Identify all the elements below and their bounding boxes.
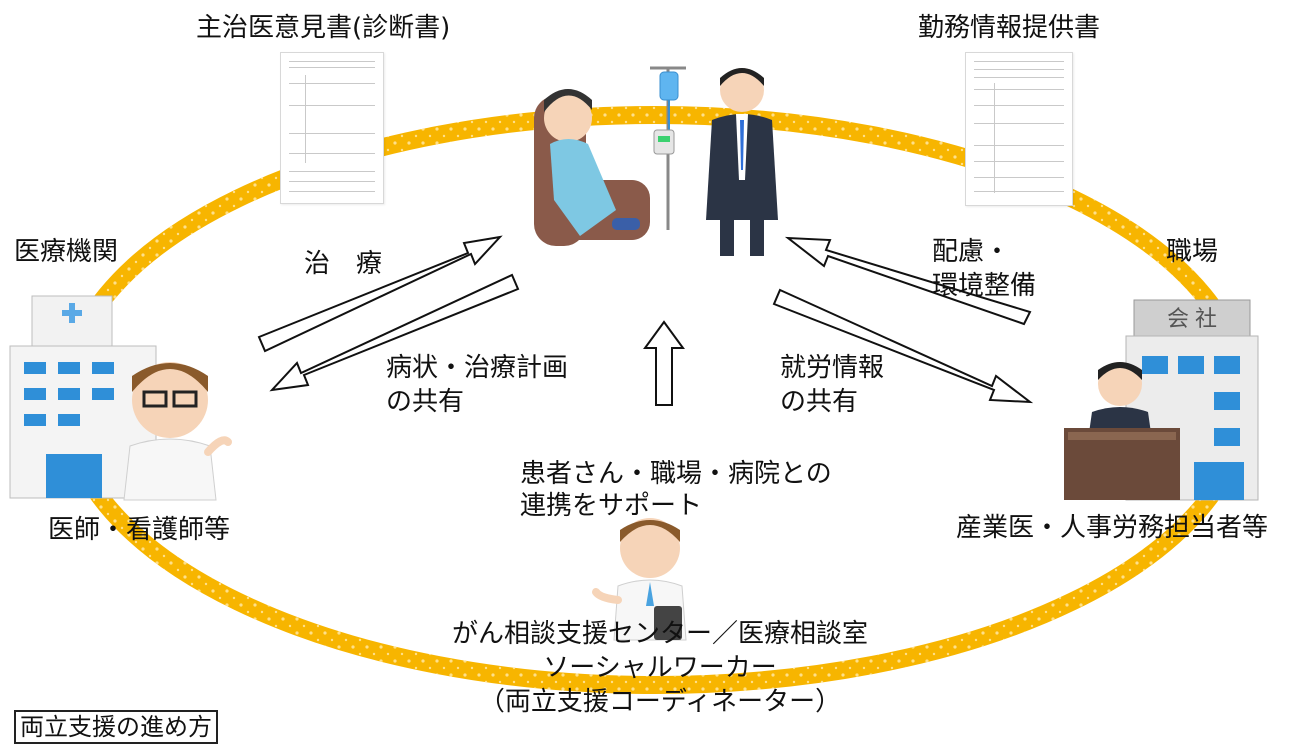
company-illustration: 会 社: [1064, 299, 1259, 501]
work-info-share-label-line1: 就労情報: [780, 353, 885, 383]
support-up-arrow: [643, 320, 685, 406]
treatment-label: 治 療: [304, 249, 383, 279]
consideration-arrow: [784, 236, 1032, 326]
footer-label: 両立支援の進め方: [14, 710, 218, 744]
patient-illustration: [534, 66, 778, 256]
medical-institution-label: 医療機関: [14, 237, 119, 267]
support-label-line1: 患者さん・職場・病院との: [520, 459, 832, 489]
hospital-illustration: [9, 295, 232, 501]
center-name-line3: （両立支援コーディネーター）: [478, 687, 842, 717]
consideration-label-line2: 環境整備: [932, 271, 1037, 301]
work-info-share-label-line2: の共有: [780, 387, 859, 417]
social-worker-illustration: [592, 518, 687, 641]
company-sign: 会 社: [1167, 306, 1217, 331]
center-name-line2: ソーシャルワーカー: [543, 653, 777, 683]
consideration-label-line1: 配慮・: [932, 237, 1011, 267]
work-info-label: 勤務情報提供書: [918, 13, 1101, 43]
doctor-opinion-label: 主治医意見書(診断書): [196, 13, 451, 43]
occupational-staff-label: 産業医・人事労務担当者等: [956, 513, 1269, 543]
condition-share-label-line2: の共有: [386, 387, 465, 417]
doctor-opinion-document: [280, 52, 384, 204]
condition-share-label-line1: 病状・治療計画: [386, 353, 569, 383]
treatment-arrow: [257, 235, 503, 353]
support-label-line2: 連携をサポート: [520, 491, 703, 521]
workplace-label: 職場: [1166, 237, 1219, 267]
center-name-line1: がん相談支援センター／医療相談室: [451, 619, 868, 649]
condition-share-arrow: [269, 273, 520, 392]
work-info-arrow: [772, 288, 1034, 404]
doctor-nurse-label: 医師・看護師等: [48, 515, 231, 545]
work-info-document: [965, 52, 1073, 206]
